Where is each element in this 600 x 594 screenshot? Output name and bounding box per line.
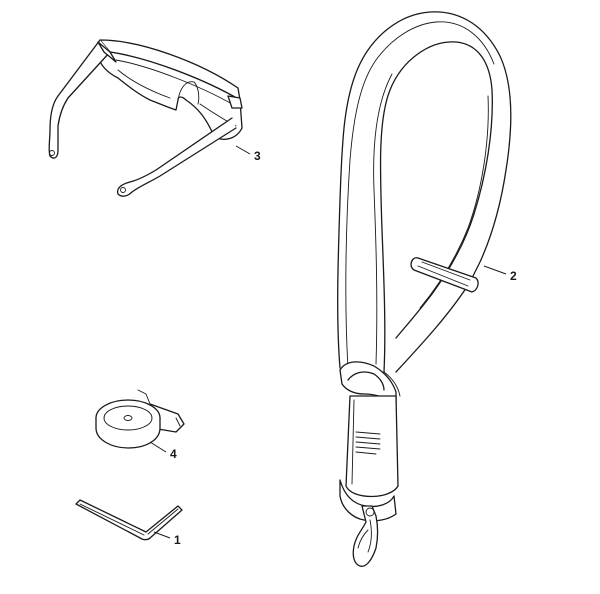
leader-line-3 (235, 145, 251, 155)
shoulder-strap-illustration (337, 11, 512, 567)
spool-gauge-illustration (95, 389, 185, 449)
callout-2: 2 (510, 269, 517, 283)
callout-4: 4 (170, 447, 177, 461)
callout-3: 3 (254, 149, 261, 163)
leader-line-2 (483, 265, 507, 275)
callout-1: 1 (174, 533, 181, 547)
leader-line-1 (153, 531, 171, 539)
leader-line-4 (149, 441, 167, 453)
safety-glasses-illustration (48, 39, 243, 197)
hex-key-illustration (75, 499, 183, 541)
